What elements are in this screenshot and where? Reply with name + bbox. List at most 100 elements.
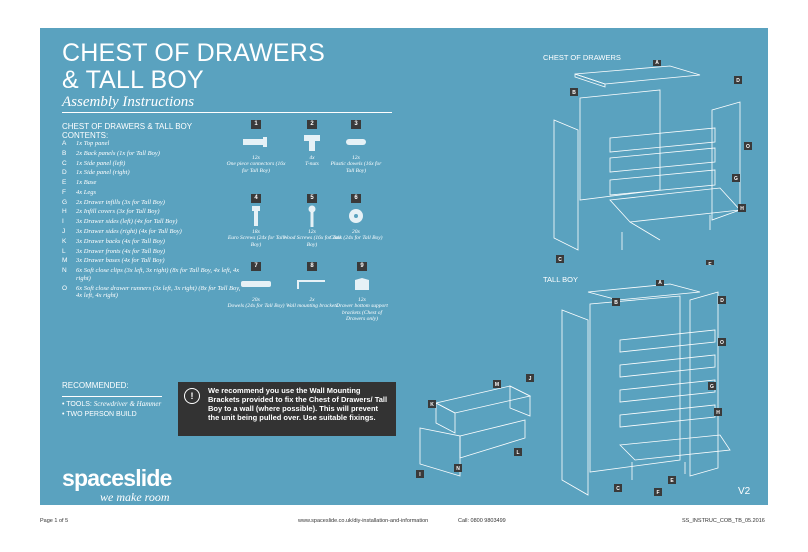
part-letter: F [62,188,66,196]
part-letter: C [62,159,67,167]
diagram-label-box [654,488,662,496]
hardware-number: 2 [307,120,317,129]
hardware-number: 3 [351,120,361,129]
tallboy-diagram-title: TALL BOY [543,275,579,284]
hardware-qty: 18x [252,229,260,235]
hardware-number: 1 [251,120,261,129]
diagram-label: E [670,478,674,484]
hardware-qty: 20x [252,297,260,303]
tools-label: TOOLS: [66,401,92,408]
part-description: 3x Drawer fronts (4x for Tall Boy) [76,247,166,255]
warning-box: ! We recommend you use the Wall Mounting… [178,382,396,436]
footer-call: Call: 0800 9803499 [458,518,506,524]
page-title: CHEST OF DRAWERS & TALL BOY [62,40,325,94]
dowel-icon [226,271,286,297]
part-letter: K [62,237,67,245]
part-description: 1x Top panel [76,140,110,147]
diagram-label: H [716,410,720,416]
connector-icon [226,129,286,155]
plastic-dowel-icon [326,129,386,155]
part-letter: B [62,149,67,157]
diagram-label: L [516,450,519,456]
hardware-desc: Wood Screws (16x for Tall Boy) [283,235,341,248]
diagram-label: B [572,90,576,96]
part-letter: O [62,284,68,292]
part-letter: I [62,218,64,226]
diagram-label: A [655,60,659,66]
diagram-label: N [456,466,460,472]
diagram-label-box [718,338,726,346]
recommended-divider [62,396,162,397]
diagram-label-box [614,484,622,492]
two-person-label: TWO PERSON BUILD [66,411,137,418]
diagram-label: O [720,340,724,346]
warning-icon: ! [184,388,200,404]
diagram-label: A [658,280,662,286]
part-letter: L [62,247,66,255]
diagram-label: E [708,262,712,265]
hardware-desc: T-nuts [305,161,319,168]
footer-page: Page 1 of 5 [40,518,69,524]
diagram-label-box [738,204,746,212]
part-letter: H [62,208,67,216]
t-nut-icon [282,129,342,155]
contents-heading-2: CONTENTS: [62,131,109,140]
hardware-qty: 4x [309,155,315,161]
part-item: H 2x Infill covers (3x for Tall Boy) [62,208,242,216]
diagram-label: I [419,472,421,478]
recommended-section: RECOMMENDED: • TOOLS: Screwdriver & Hamm… [62,381,182,418]
diagram-label: O [746,144,750,150]
diagram-label-box [428,400,436,408]
diagram-label: D [736,78,740,84]
euro-screw-icon [226,203,286,229]
part-description: 2x Infill covers (3x for Tall Boy) [76,208,160,216]
part-description: 6x Soft close drawer runners (3x left, 3… [76,284,241,300]
diagram-label-box [556,255,564,263]
title-divider [62,112,392,113]
hardware-number: 4 [251,194,261,203]
hardware-qty: 12x [252,155,260,161]
part-description: 2x Drawer infills (3x for Tall Boy) [76,198,165,206]
hardware-desc: Dowels (24x for Tall Boy) [227,303,285,310]
diagram-label-box [514,448,522,456]
part-description: 2x Back panels (1x for Tall Boy) [76,149,160,157]
title-line-2: & TALL BOY [62,66,204,94]
diagram-label-box [526,374,534,382]
diagram-label: F [656,490,659,496]
hardware-number: 6 [351,194,361,203]
diagram-label-box [656,280,664,286]
tools-value: Screwdriver & Hammer [93,400,162,408]
hardware-number: 5 [307,194,317,203]
two-person-item: • TWO PERSON BUILD [62,411,137,418]
hardware-desc: Euro Screws (24x for Tall Boy) [227,235,285,248]
drawer-outline [419,385,532,477]
diagram-label-box [744,142,752,150]
diagram-label: C [558,257,562,263]
contents-heading: CHEST OF DRAWERS & TALL BOY CONTENTS: [62,122,192,140]
footer-url[interactable]: www.spaceslide.co.uk/diy-installation-an… [298,518,429,524]
hardware-desc: One piece connectors (16x for Tall Boy) [226,161,286,174]
instruction-panel: CHEST OF DRAWERS & TALL BOY Assembly Ins… [40,28,768,505]
diagram-label-box [454,464,462,472]
diagram-label-box [668,476,676,484]
diagram-label: C [616,486,620,492]
cam-icon [326,203,386,229]
support-bracket-icon [332,271,392,297]
diagram-label-box [708,382,716,390]
warning-text: We recommend you use the Wall Mounting B… [208,386,388,422]
title-line-1: CHEST OF DRAWERS [62,39,325,67]
diagram-label: K [430,402,434,408]
